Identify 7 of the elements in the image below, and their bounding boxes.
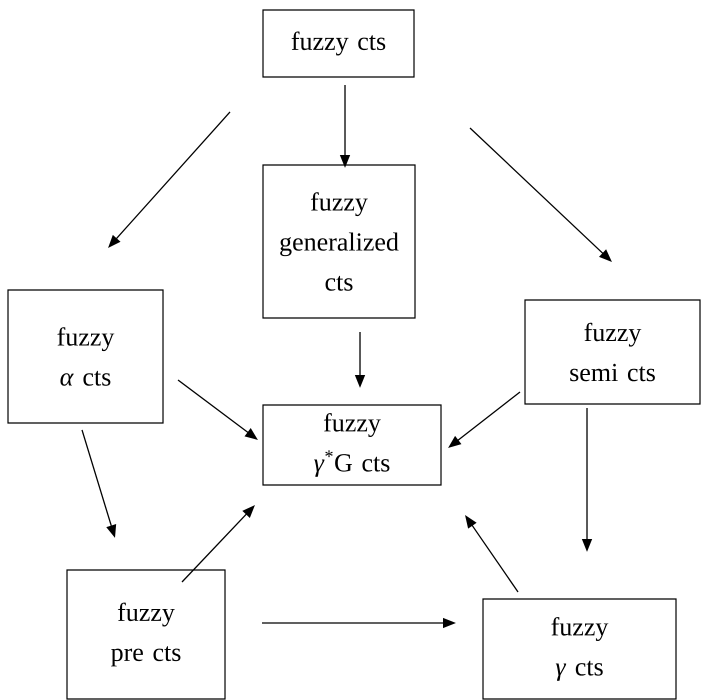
process-box: fuzzy α cts (7, 289, 164, 424)
process-box: fuzzy γ cts (482, 598, 677, 700)
process-box: fuzzy γ$^{*}$G cts (262, 404, 442, 486)
process-box: fuzzy cts (262, 9, 415, 78)
process-box: fuzzy generalized cts (262, 164, 416, 319)
process-box: fuzzy pre cts (66, 569, 226, 700)
process-box: fuzzy semi cts (524, 299, 701, 405)
